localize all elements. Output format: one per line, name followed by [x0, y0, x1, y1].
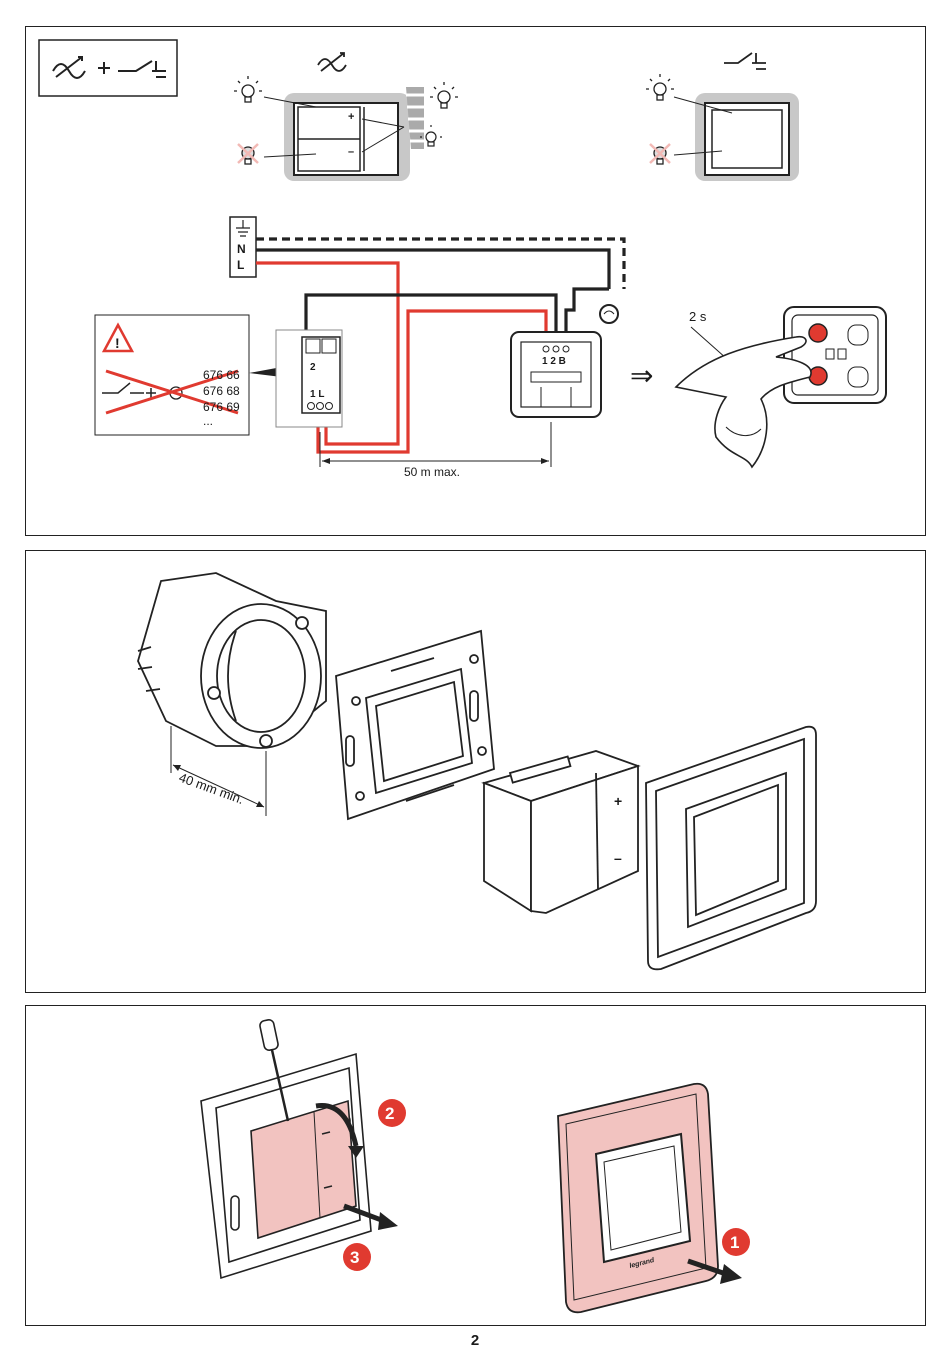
wires — [256, 237, 626, 454]
screwdriver-icon — [259, 1019, 290, 1122]
mounting-diagram: 40 mm min. + – — [137, 572, 817, 971]
dimmer-module: 2 1 L — [275, 329, 343, 428]
bulb-off-icon — [649, 143, 671, 165]
dimmer-minus-label: – — [348, 146, 354, 158]
faceplate-illustration — [645, 725, 817, 971]
bulb-dim-icon — [420, 125, 442, 147]
device-minus-label: – — [614, 850, 622, 866]
faceplate-removal-illustration: legrand — [557, 1082, 719, 1314]
result-arrow: ⇒ — [630, 360, 653, 391]
svg-text:!: ! — [115, 335, 120, 351]
remote-switch-illustration — [673, 93, 799, 181]
module-terminal-2: 2 — [310, 362, 316, 373]
earth-wire — [256, 237, 626, 289]
bulb-on-icon — [234, 76, 262, 103]
step-3-badge: 3 — [343, 1243, 371, 1271]
dimmer-symbol-icon — [52, 56, 86, 79]
live-wire — [256, 261, 400, 446]
mounting-frame-illustration — [335, 629, 495, 821]
bulb-on-icon — [646, 74, 674, 101]
distance-dimension: 50 m max. — [319, 422, 552, 479]
pivot-arrow-icon — [315, 1103, 364, 1158]
neutral-wire — [256, 248, 611, 289]
step-2-badge: 2 — [378, 1099, 406, 1127]
step-1-badge: 1 — [722, 1228, 750, 1256]
switch-symbol-icon — [102, 382, 144, 394]
dimmer-symbol-icon — [317, 52, 347, 72]
plus-icon — [146, 388, 156, 398]
ref-3: 676 69 — [203, 400, 240, 414]
warning-icon — [101, 322, 135, 353]
pull-arrow-icon — [687, 1258, 742, 1284]
lamp-icon — [599, 304, 619, 324]
device-plus-label: + — [614, 793, 622, 809]
traveller-wire — [316, 309, 548, 454]
lamp-wire — [564, 287, 609, 339]
distance-label: 50 m max. — [404, 465, 460, 479]
dimmer-plus-label: + — [348, 111, 354, 123]
dimmer-switch-illustration: + – — [263, 93, 410, 181]
depth-label: 40 mm min. — [177, 770, 246, 807]
bulb-off-icon — [237, 143, 259, 165]
mains-terminal-block: N L — [229, 216, 257, 278]
module-terminals-1l: 1 L — [310, 389, 324, 400]
removal-diagram: 2 3 legrand 1 — [200, 1019, 750, 1314]
ref-1: 676 66 — [203, 368, 240, 382]
switch-symbol-icon — [724, 52, 766, 70]
bulb-bright-icon — [430, 82, 458, 109]
remote-terminals-label: 1 2 B — [542, 356, 566, 367]
ref-more: ... — [203, 414, 213, 428]
page-number: 2 — [470, 1332, 480, 1349]
brightness-ramp-icon — [406, 87, 424, 149]
step-2-label: 2 — [385, 1104, 394, 1123]
warning-box: ! 676 66 676 68 676 69 ... — [94, 314, 298, 436]
wiring-diagram: + – — [38, 39, 887, 479]
step-3-label: 3 — [350, 1248, 359, 1267]
step-1-label: 1 — [730, 1233, 739, 1252]
neutral-label: N — [237, 242, 246, 256]
switch-symbol-icon — [118, 60, 166, 78]
dimmer-mechanism-illustration: + – — [481, 750, 641, 914]
wall-box-illustration — [137, 572, 327, 749]
hand-press-illustration: 2 s — [674, 306, 887, 469]
mounting-panel: 40 mm min. + – — [25, 550, 926, 993]
hold-time-label: 2 s — [689, 309, 707, 324]
removal-panel: 2 3 legrand 1 — [25, 1005, 926, 1326]
neutral-module-wire — [304, 293, 558, 339]
ref-2: 676 68 — [203, 384, 240, 398]
earth-icon — [236, 220, 250, 237]
wiring-panel: + – — [25, 26, 926, 536]
dimmer-cover-illustration — [250, 1099, 357, 1240]
remote-mechanism: 1 2 B — [510, 331, 602, 418]
live-label: L — [237, 258, 244, 272]
prohibited-cross-icon — [105, 369, 239, 415]
plus-icon — [98, 62, 110, 74]
legend-box — [38, 39, 178, 97]
pull-arrow-icon — [343, 1203, 398, 1230]
